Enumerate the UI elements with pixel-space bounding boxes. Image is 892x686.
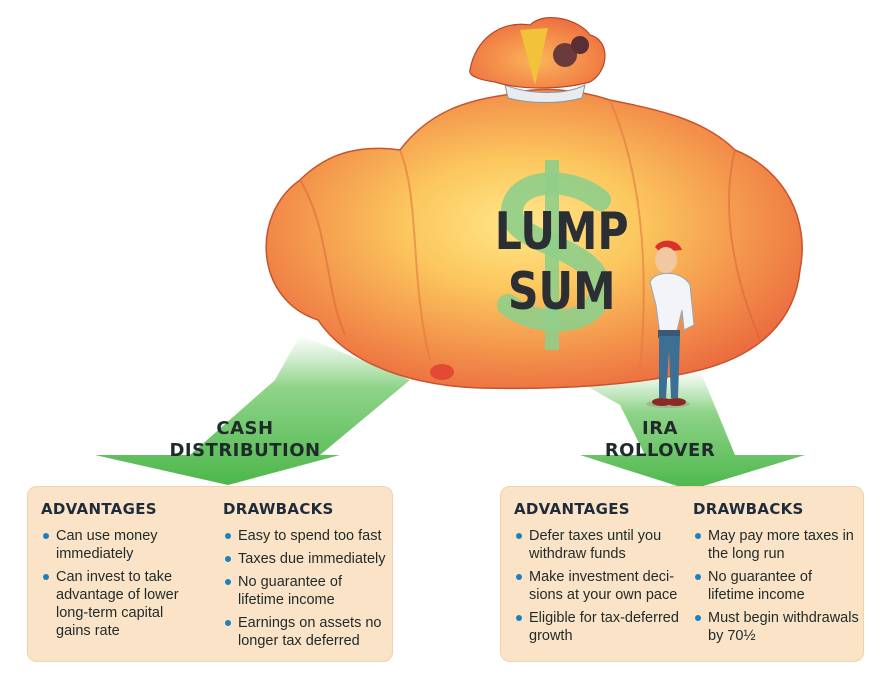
bullet-item-line: lifetime income [708, 587, 805, 603]
cash-advantages-title: ADVANTAGES [41, 500, 157, 518]
bullet-item-line: by 70½ [708, 628, 756, 644]
bullet-item-line: Earnings on assets no [238, 615, 382, 631]
ira-drawbacks-column: DRAWBACKS May pay more taxes in the long … [693, 500, 861, 650]
bullet-item-line: Can use money [56, 528, 158, 544]
bullet-item-line: immediately [56, 546, 134, 562]
bag-text-line1: LUMP [495, 202, 629, 262]
bullet-item-line: Must begin withdrawals [708, 610, 859, 626]
bullet-item: Make investment deci-sions at your own p… [514, 568, 689, 604]
bullet-item-line: Easy to spend too fast [238, 528, 382, 544]
bullet-item-line: gains rate [56, 623, 120, 639]
person-figure [646, 240, 695, 408]
bag-text-line2: SUM [508, 262, 616, 322]
bullet-item: Eligible for tax-deferred growth [514, 609, 689, 645]
bullet-item: Must begin withdrawals by 70½ [693, 609, 861, 645]
ira-rollover-panel: ADVANTAGES Defer taxes until you withdraw… [500, 486, 864, 662]
ira-rollover-arrow [580, 370, 805, 490]
bullet-item-line: lifetime income [238, 592, 335, 608]
bullet-item-line: withdraw funds [529, 546, 626, 562]
ira-rollover-label: IRA ROLLOVER [585, 418, 735, 462]
bullet-item: Earnings on assets no longer tax deferred [223, 614, 391, 650]
bullet-item: No guarantee of lifetime income [693, 568, 861, 604]
ira-drawbacks-title: DRAWBACKS [693, 500, 804, 518]
bullet-item: Defer taxes until you withdraw funds [514, 527, 689, 563]
bullet-item: Taxes due immediately [223, 550, 391, 568]
bullet-item: May pay more taxes in the long run [693, 527, 861, 563]
bullet-item-line: long-term capital [56, 605, 164, 621]
bullet-item: Easy to spend too fast [223, 527, 391, 545]
ira-rollover-label-line2: ROLLOVER [604, 440, 716, 461]
bullet-item: Can invest to take advantage of lower long… [41, 568, 216, 640]
bullet-item-line: growth [529, 628, 573, 644]
cash-distribution-label: CASH DISTRIBUTION [150, 418, 340, 462]
dollar-sign-icon [497, 160, 612, 350]
bullet-item-line: Defer taxes until you [529, 528, 662, 544]
bullet-item-line: Can invest to take [56, 569, 173, 585]
bullet-item-line: sions at your own pace [529, 587, 678, 603]
bullet-item-line: the long run [708, 546, 785, 562]
bullet-item-line: Taxes due immediately [238, 551, 386, 567]
ira-drawbacks-list: May pay more taxes in the long run No guar… [693, 527, 861, 645]
cash-distribution-arrow [95, 335, 410, 485]
bullet-item-line: Eligible for tax-deferred [529, 610, 679, 626]
ira-rollover-label-line1: IRA [642, 418, 678, 439]
ira-advantages-column: ADVANTAGES Defer taxes until you withdraw… [514, 500, 689, 650]
bullet-item: Can use money immediately [41, 527, 216, 563]
bullet-item-line: Make investment deci- [529, 569, 675, 585]
cash-distribution-label-line2: DISTRIBUTION [169, 440, 321, 461]
cash-drawbacks-title: DRAWBACKS [223, 500, 334, 518]
bullet-item-line: No guarantee of [708, 569, 812, 585]
bullet-item-line: May pay more taxes in [708, 528, 854, 544]
ira-advantages-title: ADVANTAGES [514, 500, 630, 518]
bullet-item-line: advantage of lower [56, 587, 179, 603]
bullet-item: No guarantee of lifetime income [223, 573, 391, 609]
bullet-item-line: longer tax deferred [238, 633, 360, 649]
bullet-item-line: No guarantee of [238, 574, 342, 590]
cash-distribution-label-line1: CASH [216, 418, 274, 439]
